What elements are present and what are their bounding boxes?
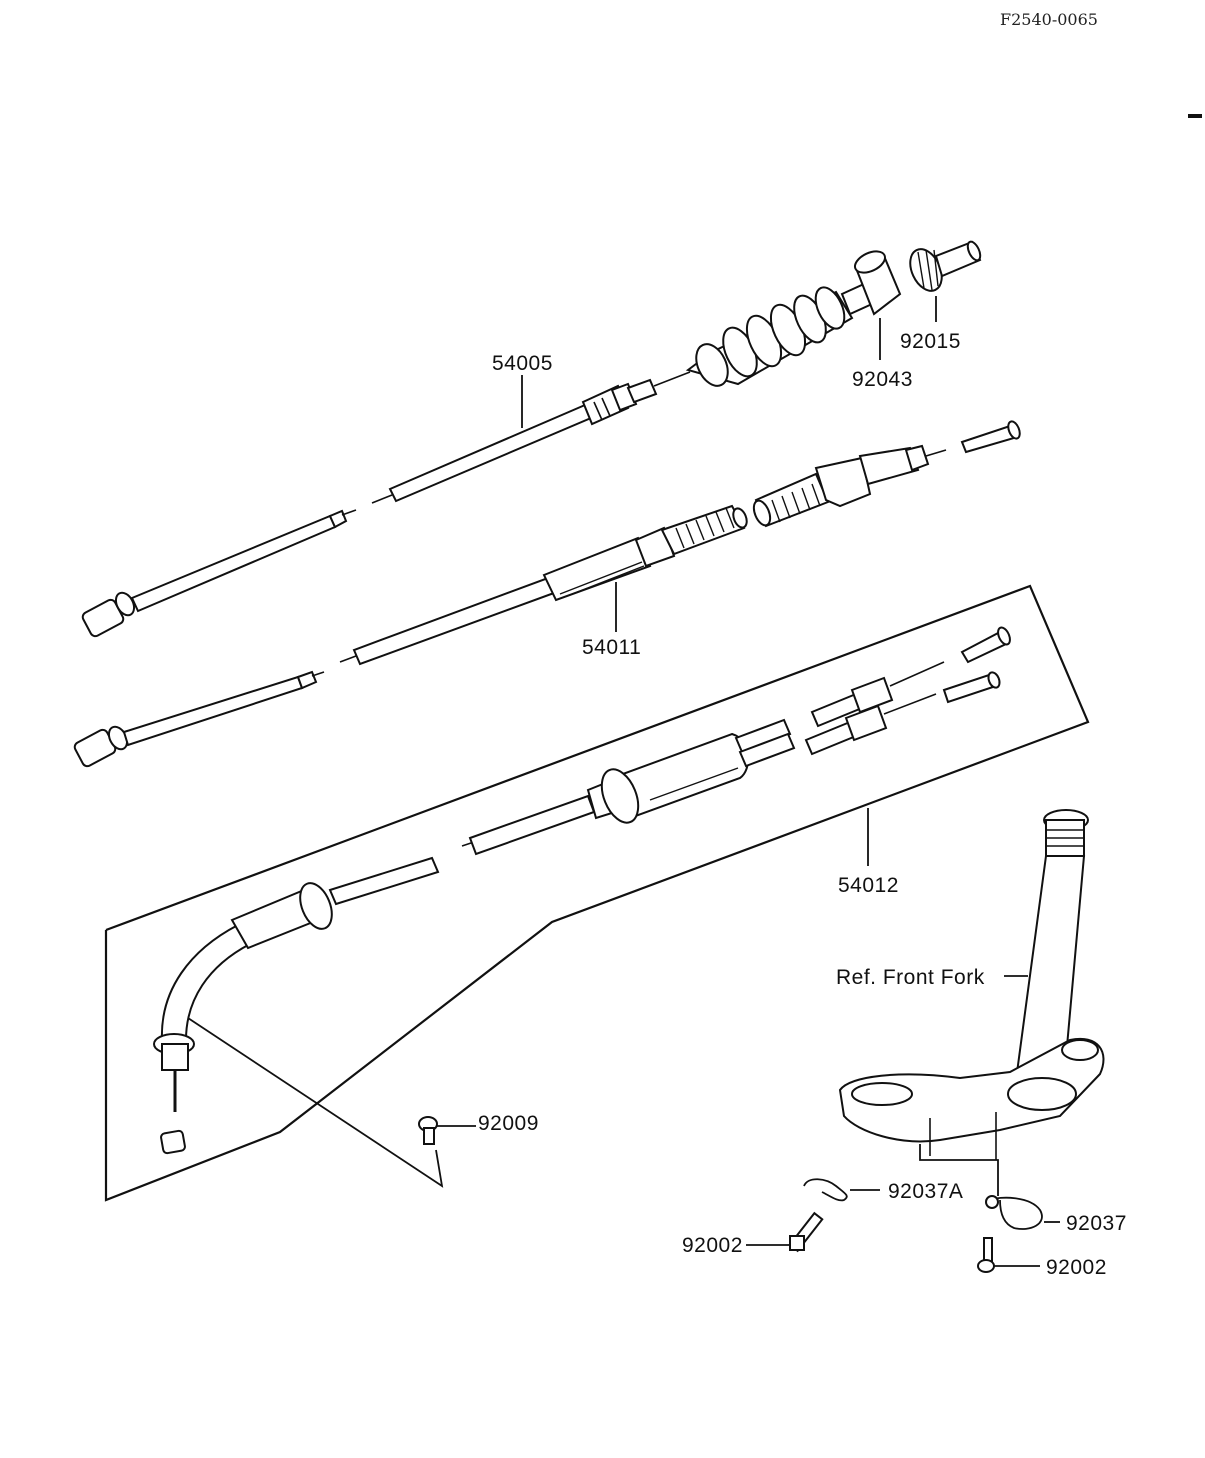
edge-mark xyxy=(1188,114,1202,118)
adjuster-92015 xyxy=(909,240,982,292)
cable-assy-54012 xyxy=(104,584,1090,1202)
label-92037: 92037 xyxy=(1066,1212,1127,1235)
adjuster-92043 xyxy=(854,250,902,316)
cable-54005-lower-section xyxy=(81,509,357,638)
cable-54005-upper-section xyxy=(371,371,691,504)
label-92002-left: 92002 xyxy=(682,1234,743,1257)
cable-54012-junction xyxy=(461,718,796,856)
label-92043: 92043 xyxy=(852,368,913,391)
diagram-code: F2540-0065 xyxy=(1000,10,1098,29)
label-92015: 92015 xyxy=(900,330,961,353)
label-92002-right: 92002 xyxy=(1046,1256,1107,1279)
cable-54011 xyxy=(73,420,1021,768)
label-92037A: 92037A xyxy=(888,1180,964,1203)
cable-54011-middle-section xyxy=(339,504,748,666)
label-54005: 54005 xyxy=(492,352,553,375)
label-92009: 92009 xyxy=(478,1112,539,1135)
assembly-outline xyxy=(104,584,1090,1202)
front-fork-stem xyxy=(1004,809,1089,1081)
screw-92009 xyxy=(187,1017,476,1188)
label-54011: 54011 xyxy=(582,636,642,659)
cable-54012-throttle-end xyxy=(153,856,440,1155)
cable-54005-rubber-boot xyxy=(685,282,874,387)
label-54012: 54012 xyxy=(838,874,899,897)
screw-92002-right xyxy=(977,1237,1040,1273)
cable-54011-upper-section xyxy=(752,420,1021,528)
screw-92002-left xyxy=(746,1211,824,1253)
clip-92037 xyxy=(985,1195,1060,1230)
cable-54012-split-ends xyxy=(804,626,1011,756)
steering-stem-bracket xyxy=(838,1037,1105,1196)
cable-54011-lower-section xyxy=(73,670,325,768)
cable-54005 xyxy=(81,240,982,638)
label-ref-front-fork: Ref. Front Fork xyxy=(836,966,985,989)
clip-92037A xyxy=(803,1178,880,1202)
